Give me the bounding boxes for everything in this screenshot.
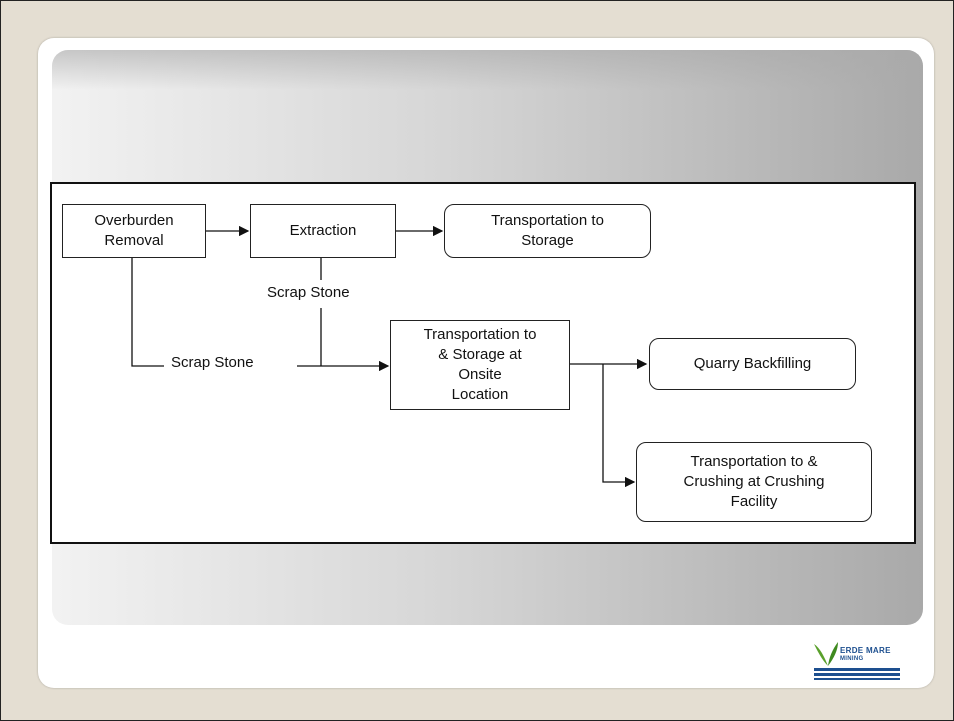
node-extraction: Extraction xyxy=(250,204,396,258)
node-crushing-facility: Transportation to & Crushing at Crushing… xyxy=(636,442,872,522)
edge-onsite-crushing xyxy=(602,364,636,488)
process-flow-diagram: Overburden Removal Extraction Transporta… xyxy=(50,182,916,544)
label-scrap-stone-upper: Scrap Stone xyxy=(264,284,353,301)
node-quarry-backfilling: Quarry Backfilling xyxy=(649,338,856,390)
company-logo: ERDE MARE MINING xyxy=(812,636,902,682)
logo-text-line1: ERDE MARE xyxy=(840,646,891,655)
edge-overburden-scrap xyxy=(131,257,164,367)
node-transport-to-storage: Transportation to Storage xyxy=(444,204,651,258)
label-scrap-stone-lower: Scrap Stone xyxy=(168,354,257,371)
banner-shade xyxy=(52,50,923,90)
connector-lines xyxy=(131,225,648,488)
logo-mark-icon xyxy=(814,642,900,680)
node-overburden-removal: Overburden Removal xyxy=(62,204,206,258)
logo-text-line2: MINING xyxy=(840,656,864,662)
node-onsite-storage: Transportation to & Storage at Onsite Lo… xyxy=(390,320,570,410)
